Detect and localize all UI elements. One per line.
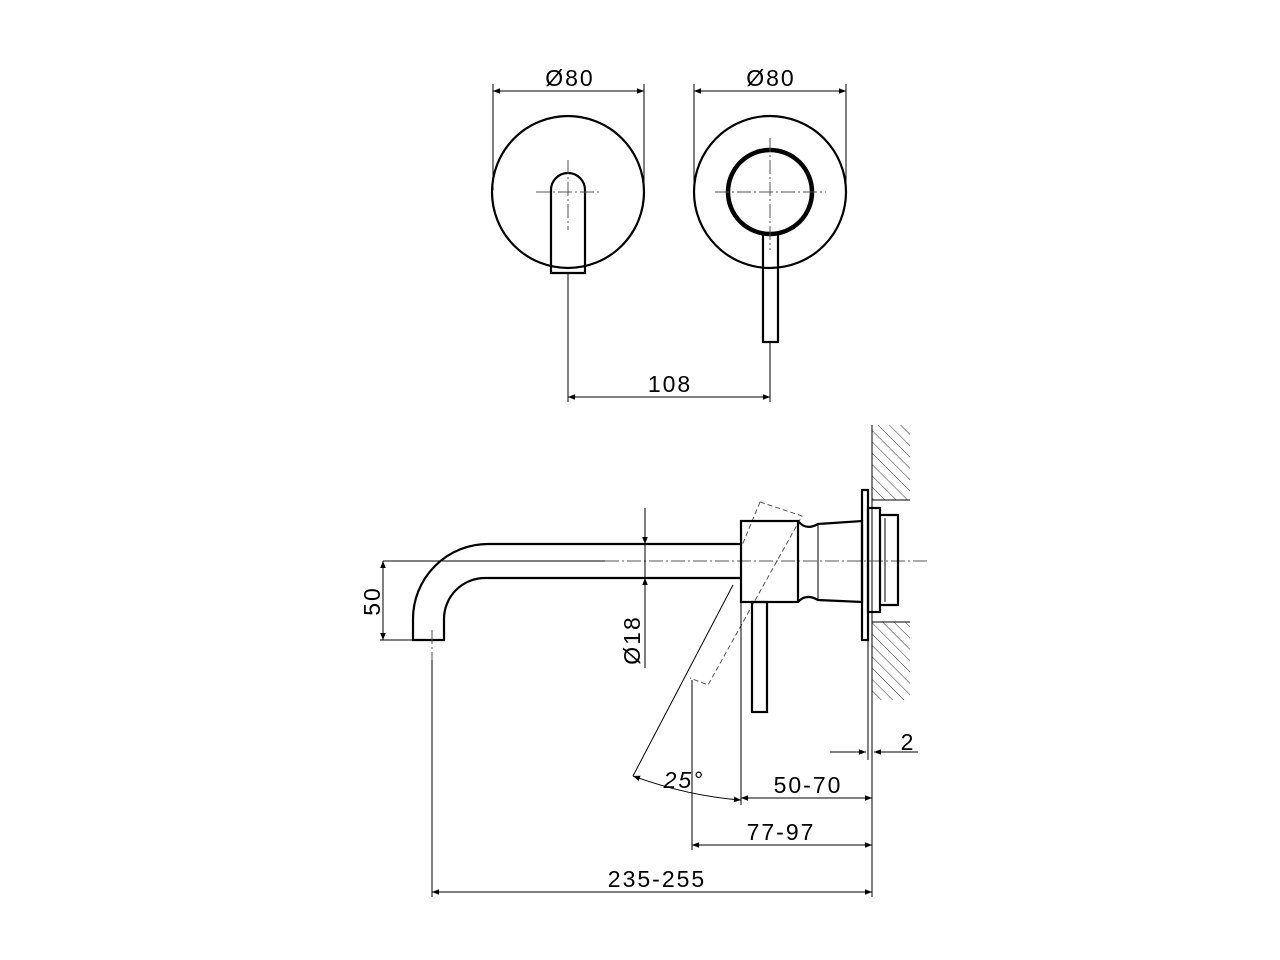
front-view-spout-plate: Ø80 (490, 65, 646, 275)
left-diameter-label: Ø80 (545, 65, 594, 91)
lever-angle-label: 25° (663, 767, 705, 793)
spout (411, 542, 741, 642)
spacing-dimension: 108 (567, 273, 771, 402)
body-depth-label: 77-97 (747, 819, 816, 845)
spout-reach-label: 235-255 (608, 866, 706, 892)
wall-hatch-bottom (872, 622, 910, 700)
side-view: 50 Ø18 25° 50-70 2 77-97 235-255 (359, 425, 930, 897)
front-view-mixer-plate: Ø80 (692, 65, 848, 344)
right-diameter-label: Ø80 (746, 65, 795, 91)
plate-thickness-label: 2 (901, 729, 916, 755)
spout-drop-label: 50 (359, 586, 385, 616)
lever (750, 600, 769, 714)
mixer-body (739, 519, 800, 604)
wall-hatch-top (872, 425, 910, 500)
spout-diameter-label: Ø18 (619, 615, 645, 664)
spacing-label: 108 (648, 371, 692, 397)
wall-depth-label: 50-70 (774, 772, 843, 798)
